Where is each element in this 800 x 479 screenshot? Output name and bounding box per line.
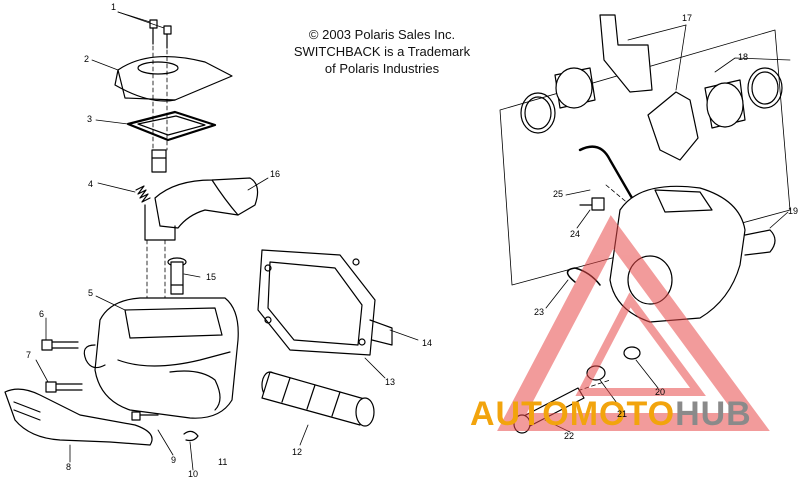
screw-part-9 [131, 411, 159, 421]
washer-part-20 [623, 346, 641, 360]
callout-3: 3 [87, 114, 93, 124]
callout-6: 6 [39, 309, 45, 319]
piston-seal-right [704, 67, 783, 129]
watermark-text-part2: HUB [675, 395, 752, 433]
copyright-line-3: of Polaris Industries [324, 61, 440, 76]
brake-line-part-25 [578, 145, 634, 200]
brake-pad-part-17a [599, 14, 653, 93]
caliper-panel-outline [499, 29, 791, 286]
callout-21: 21 [617, 409, 628, 419]
callout-2: 2 [84, 54, 90, 64]
bolt-part-6 [41, 339, 79, 351]
callout-9: 9 [171, 455, 177, 465]
clip-part-10 [183, 430, 199, 442]
copyright-line-1: © 2003 Polaris Sales Inc. [308, 27, 456, 42]
brake-lever-part-8 [4, 388, 153, 446]
callout-11: 11 [218, 457, 228, 467]
callout-22: 22 [564, 431, 575, 441]
callout-1: 1 [111, 2, 117, 12]
callout-25: 25 [553, 189, 564, 199]
callout-5: 5 [88, 288, 94, 298]
callout-16: 16 [270, 169, 281, 179]
callout-8: 8 [66, 462, 72, 472]
plunger-part [151, 149, 167, 173]
callout-18: 18 [738, 52, 749, 62]
callout-4: 4 [88, 179, 94, 189]
callout-20: 20 [655, 387, 666, 397]
housing-part-5 [83, 297, 239, 419]
callout-24: 24 [570, 229, 581, 239]
lever-part-16 [144, 177, 259, 241]
callout-17: 17 [682, 13, 693, 23]
callout-7: 7 [26, 350, 32, 360]
copyright-notice: © 2003 Polaris Sales Inc. SWITCHBACK is … [282, 26, 482, 77]
watermark-logo: AUTOMOTOHUB [470, 395, 752, 434]
callout-14: 14 [422, 338, 433, 348]
pin-part-15 [167, 257, 187, 295]
copyright-line-2: SWITCHBACK is a Trademark [293, 44, 471, 59]
watermark-triangle [497, 215, 770, 431]
cover-part-2 [114, 55, 233, 102]
brake-pad-part-17b [647, 91, 699, 161]
bolt-part-7 [45, 381, 83, 393]
callout-12: 12 [292, 447, 303, 457]
piston-seal-left [520, 67, 596, 134]
grip-part-12 [261, 371, 375, 427]
callout-15: 15 [206, 272, 217, 282]
bleeder-part-24 [579, 197, 605, 211]
callout-13: 13 [385, 377, 396, 387]
callout-19: 19 [788, 206, 799, 216]
watermark-text-part1: AUTOMOTO [470, 395, 676, 433]
plate-part-13-14 [257, 249, 393, 356]
gasket-part-3 [126, 110, 217, 142]
callout-10: 10 [188, 469, 199, 479]
spring-part-4 [135, 185, 151, 203]
callout-23: 23 [534, 307, 545, 317]
